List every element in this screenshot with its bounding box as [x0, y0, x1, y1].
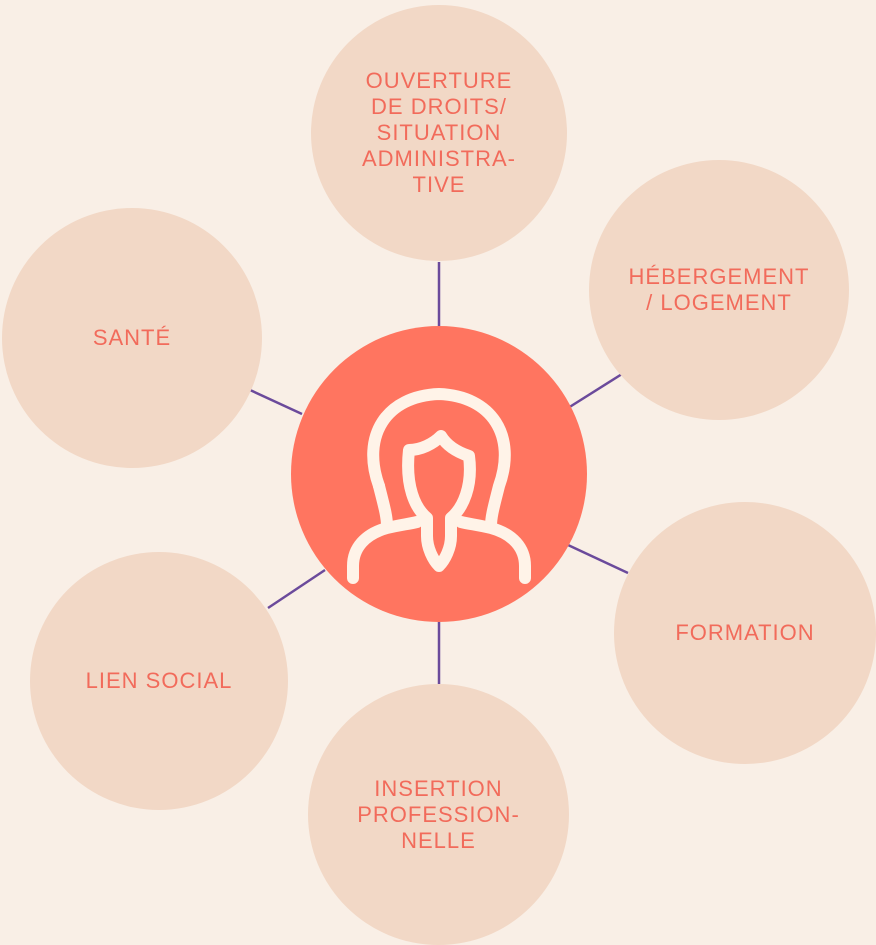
- node-sante: SANTÉ: [2, 208, 262, 468]
- node-insertion-label: INSERTION PROFESSION- NELLE: [357, 775, 520, 853]
- node-formation-label: FORMATION: [675, 620, 815, 645]
- center-circle: [291, 326, 587, 622]
- connector-sante: [249, 388, 303, 416]
- woman-person-icon: [347, 388, 531, 584]
- connector-hebergement: [567, 372, 623, 410]
- node-ouverture: OUVERTURE DE DROITS/ SITUATION ADMINISTR…: [311, 5, 567, 261]
- connector-lien-social: [267, 568, 326, 610]
- node-lien-social: LIEN SOCIAL: [30, 552, 288, 810]
- node-hebergement: HÉBERGEMENT / LOGEMENT: [589, 160, 849, 420]
- node-hebergement-label: HÉBERGEMENT / LOGEMENT: [628, 264, 810, 315]
- node-insertion: INSERTION PROFESSION- NELLE: [308, 684, 569, 945]
- node-formation: FORMATION: [614, 502, 876, 764]
- node-lien-social-label: LIEN SOCIAL: [85, 668, 233, 693]
- node-ouverture-label: OUVERTURE DE DROITS/ SITUATION ADMINISTR…: [362, 68, 516, 197]
- connector-formation: [567, 543, 629, 575]
- node-sante-label: SANTÉ: [92, 325, 172, 350]
